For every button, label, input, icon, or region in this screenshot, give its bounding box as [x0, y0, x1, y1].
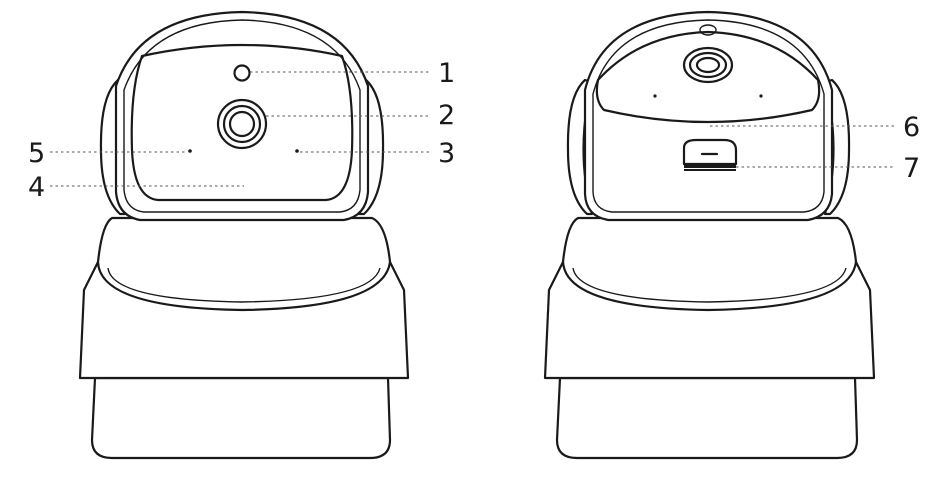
lens-icon [228, 110, 256, 138]
front-body [78, 216, 410, 380]
callout-7: 7 [903, 153, 920, 184]
back-collar [561, 260, 858, 312]
camera-back-view [543, 10, 876, 460]
back-dome-inner [592, 19, 825, 213]
light-sensor-icon [233, 64, 251, 82]
callout-1: 1 [438, 58, 455, 89]
back-lens-inner-icon [695, 56, 721, 74]
front-base [90, 376, 392, 460]
back-top-hole-icon [699, 24, 717, 36]
front-collar-inner [107, 267, 381, 303]
card-slot-cover [682, 138, 738, 166]
back-dot-left-icon [653, 94, 657, 98]
camera-front-view [78, 10, 410, 460]
callout-5: 5 [28, 138, 45, 169]
front-collar [96, 260, 392, 312]
back-base [555, 376, 859, 460]
back-body [543, 216, 876, 380]
front-face-plate [130, 43, 354, 202]
callout-labels: 1 2 3 4 5 6 7 [28, 58, 920, 203]
reset-strip-lower [684, 169, 736, 171]
back-dot-right-icon [759, 94, 763, 98]
back-dome [583, 10, 834, 222]
callout-2: 2 [438, 100, 455, 131]
ir-dot-right-icon [295, 149, 299, 153]
back-collar-inner [572, 267, 847, 303]
callout-3: 3 [438, 138, 455, 169]
leader-lines [50, 71, 895, 187]
back-lens-outer-icon [682, 46, 734, 84]
callout-4: 4 [28, 172, 45, 203]
ir-dot-left-icon [188, 149, 192, 153]
lens-outer-ring-icon [216, 98, 268, 150]
lens-mid-ring-icon [222, 104, 262, 144]
callout-6: 6 [903, 112, 920, 143]
reset-strip [684, 164, 736, 168]
front-dome-inner [123, 19, 361, 213]
front-dome [114, 10, 370, 222]
back-lens-mid-icon [688, 51, 728, 79]
